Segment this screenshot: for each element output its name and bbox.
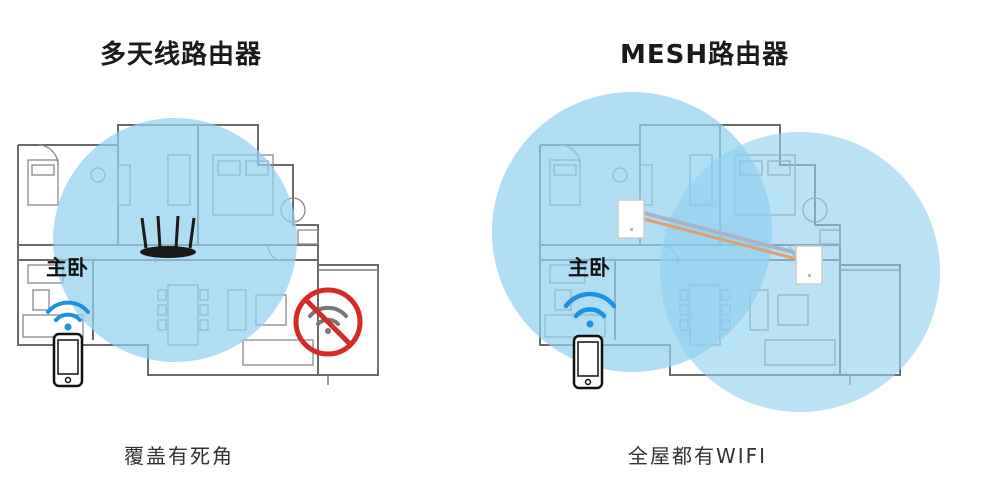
left-caption: 覆盖有死角 [124,444,234,468]
right-title: MESH路由器 [620,40,790,70]
router-icon [140,215,196,258]
right-room-label: 主卧 [568,256,610,280]
mesh-link [639,210,809,264]
wifi-icon [563,291,617,328]
left-room-label: 主卧 [46,256,88,280]
mesh-node-icon [795,245,823,285]
right-caption: 全屋都有WIFI [628,444,768,468]
wifi-icon [46,300,90,331]
phone-icon [572,334,604,390]
mesh-node-icon [617,199,645,239]
phone-icon [52,332,84,388]
left-title: 多天线路由器 [100,40,263,70]
no-wifi-icon [293,287,363,357]
